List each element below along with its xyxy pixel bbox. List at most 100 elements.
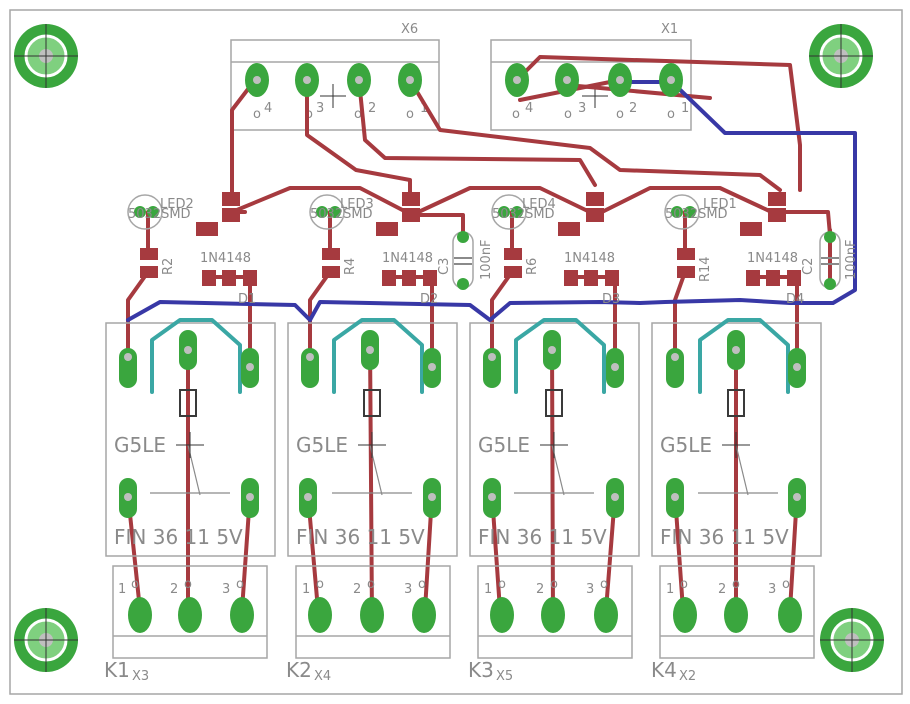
svg-text:R4: R4 [343,258,358,275]
svg-text:5032SMD: 5032SMD [665,207,728,222]
svg-text:3: 3 [316,101,324,116]
svg-text:K2: K2 [286,658,312,682]
svg-text:R14: R14 [698,256,713,282]
svg-text:G5LE: G5LE [478,433,530,457]
svg-text:2: 2 [718,582,726,597]
svg-text:o: o [316,577,324,592]
svg-text:D2: D2 [420,292,438,307]
svg-text:o: o [253,107,261,122]
capacitor-c3: C3 100nF [437,231,494,290]
svg-text:5032SMD: 5032SMD [310,207,373,222]
svg-text:LED2: LED2 [160,197,194,212]
svg-text:G5LE: G5LE [114,433,166,457]
svg-text:LED3: LED3 [340,197,374,212]
svg-text:1: 1 [484,582,492,597]
svg-text:o: o [782,577,790,592]
svg-text:K1: K1 [104,658,130,682]
svg-text:o: o [367,577,375,592]
svg-text:3: 3 [586,582,594,597]
svg-text:2: 2 [368,101,376,116]
relay-k4: G5LE FIN 36 11 5V [651,318,822,557]
svg-text:o: o [600,577,608,592]
svg-text:1N4148: 1N4148 [564,251,615,266]
svg-text:1: 1 [420,101,428,116]
led-cluster-3: LED4 5032SMD R6 1N4148 D3 [491,192,620,307]
connector-x1-label: X1 [661,22,678,37]
svg-text:100nF: 100nF [844,239,859,280]
bottom-copper-traces [126,80,857,322]
svg-text:FIN 36 11 5V: FIN 36 11 5V [296,525,425,549]
svg-text:o: o [354,107,362,122]
svg-text:LED1: LED1 [703,197,737,212]
svg-text:C2: C2 [801,258,816,275]
svg-text:G5LE: G5LE [660,433,712,457]
led-cluster-4: LED1 5032SMD R14 1N4148 D4 [664,192,804,307]
svg-text:K3: K3 [468,658,494,682]
svg-text:1: 1 [681,101,689,116]
svg-text:o: o [236,577,244,592]
svg-text:5032SMD: 5032SMD [128,207,191,222]
svg-text:o: o [616,107,624,122]
led-cluster-2: LED3 5032SMD R4 1N4148 D2 [309,192,438,307]
svg-text:3: 3 [768,582,776,597]
svg-text:o: o [418,577,426,592]
svg-text:o: o [732,577,740,592]
board-outline [9,9,903,695]
svg-text:2: 2 [353,582,361,597]
svg-text:R6: R6 [525,258,540,275]
svg-text:FIN 36 11 5V: FIN 36 11 5V [478,525,607,549]
capacitor-c2: C2 100nF [801,231,859,290]
svg-text:1N4148: 1N4148 [382,251,433,266]
svg-text:K4: K4 [651,658,677,682]
svg-text:2: 2 [536,582,544,597]
svg-text:o: o [564,107,572,122]
svg-text:1N4148: 1N4148 [747,251,798,266]
svg-text:D1: D1 [238,292,256,307]
mounting-hole-top-right [809,24,873,88]
svg-text:1N4148: 1N4148 [200,251,251,266]
svg-text:o: o [406,107,414,122]
svg-text:o: o [131,577,139,592]
led-cluster-1: LED2 5032SMD R2 1N4148 D1 [127,192,257,307]
mounting-hole-bottom-left [14,608,78,672]
svg-text:o: o [680,577,688,592]
svg-text:X2: X2 [679,669,696,684]
svg-text:R2: R2 [161,258,176,275]
relay-k2: G5LE FIN 36 11 5V [287,318,458,557]
svg-text:o: o [512,107,520,122]
svg-text:LED4: LED4 [522,197,556,212]
svg-text:2: 2 [629,101,637,116]
svg-text:1: 1 [302,582,310,597]
svg-text:X4: X4 [314,669,331,684]
mounting-hole-bottom-right [820,608,884,672]
svg-text:3: 3 [404,582,412,597]
svg-text:3: 3 [578,101,586,116]
relay-k3: G5LE FIN 36 11 5V [469,318,640,557]
svg-text:4: 4 [264,101,272,116]
svg-text:100nF: 100nF [479,239,494,280]
svg-text:C3: C3 [437,258,452,275]
svg-text:D4: D4 [786,292,804,307]
svg-text:X3: X3 [132,669,149,684]
svg-text:FIN 36 11 5V: FIN 36 11 5V [660,525,789,549]
svg-text:D3: D3 [602,292,620,307]
svg-text:X5: X5 [496,669,513,684]
svg-text:G5LE: G5LE [296,433,348,457]
svg-text:FIN 36 11 5V: FIN 36 11 5V [114,525,243,549]
relay-k1: G5LE FIN 36 11 5V [105,318,276,557]
svg-text:3: 3 [222,582,230,597]
svg-text:1: 1 [666,582,674,597]
mounting-hole-top-left [14,24,78,88]
svg-text:5032SMD: 5032SMD [492,207,555,222]
svg-text:o: o [498,577,506,592]
svg-text:1: 1 [118,582,126,597]
connector-pads [245,63,683,97]
connector-x6-label: X6 [401,22,418,37]
svg-text:o: o [667,107,675,122]
